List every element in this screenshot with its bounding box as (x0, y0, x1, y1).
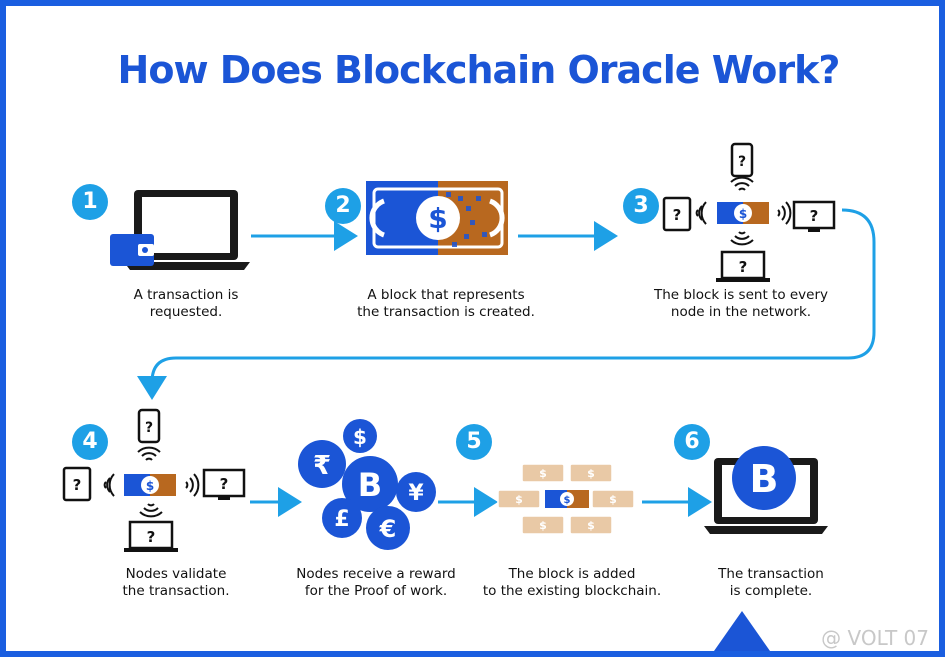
step-1-caption-line2: requested. (149, 304, 223, 320)
step-5-badge: 5 (456, 424, 492, 460)
dollar-symbol: $ (739, 207, 747, 221)
dollar-symbol: $ (587, 519, 595, 532)
dollar-symbol: $ (539, 519, 547, 532)
dollar-coin-symbol: $ (353, 425, 367, 449)
step-2-caption: A block that represents the transaction … (341, 287, 551, 321)
dollar-symbol: $ (539, 467, 547, 480)
laptop-wallet-icon (110, 190, 250, 270)
block-chain-icon: $ $ $ $ $ $ $ (497, 463, 635, 535)
yen-coin-symbol: ¥ (408, 481, 424, 506)
step-2-caption-line1: A block that represents (367, 287, 525, 303)
question-mark: ? (673, 206, 682, 224)
step-6-caption-line1: The transaction (718, 566, 824, 582)
pound-coin-symbol: £ (334, 507, 349, 532)
step-6-badge: 6 (674, 424, 710, 460)
dollar-block-icon: $ (366, 181, 508, 255)
question-mark: ? (145, 420, 153, 436)
dollar-symbol: $ (146, 479, 154, 493)
step-4-caption-line2: the transaction. (122, 583, 230, 599)
step-4-caption-line1: Nodes validate (125, 566, 227, 582)
step-1-badge: 1 (72, 184, 108, 220)
step-3-badge: 3 (623, 188, 659, 224)
reward-caption-line2: for the Proof of work. (304, 583, 448, 599)
step-1-caption: A transaction is requested. (106, 287, 266, 321)
reward-caption: Nodes receive a reward for the Proof of … (281, 566, 471, 600)
step-2-caption-line2: the transaction is created. (357, 304, 535, 320)
dollar-symbol: $ (564, 495, 571, 506)
reward-caption-line1: Nodes receive a reward (296, 566, 456, 582)
bitcoin-coin-symbol: B (358, 466, 382, 504)
node-validation-icon: $ ? ? ? ? (62, 408, 246, 552)
step-1-caption-line1: A transaction is (133, 287, 239, 303)
step-5-caption: The block is added to the existing block… (474, 566, 670, 600)
network-broadcast-icon: $ ? ? ? ? (662, 142, 836, 282)
step-3-caption: The block is sent to every node in the n… (636, 287, 846, 321)
question-mark: ? (73, 476, 82, 494)
question-mark: ? (147, 528, 156, 546)
step-6-caption-line2: is complete. (729, 583, 813, 599)
dollar-symbol: $ (609, 493, 617, 506)
question-mark: ? (738, 154, 746, 170)
arrow-3-4 (137, 208, 876, 400)
step-3-caption-line1: The block is sent to every (653, 287, 829, 303)
page-title: How Does Blockchain Oracle Work? (117, 48, 841, 92)
watermark-text: @ VOLT 07 (821, 626, 929, 650)
dollar-symbol: $ (587, 467, 595, 480)
question-mark: ? (739, 258, 748, 276)
step-3-caption-line2: node in the network. (670, 304, 812, 320)
step-4-caption: Nodes validate the transaction. (96, 566, 256, 600)
rupee-coin-symbol: ₹ (313, 451, 331, 481)
step-4-badge: 4 (72, 424, 108, 460)
dollar-symbol: $ (515, 493, 523, 506)
bitcoin-symbol: B (750, 457, 779, 501)
currency-coins-icon: $ ₹ B ¥ £ € (298, 419, 436, 550)
step-2-badge: 2 (325, 188, 361, 224)
laptop-bitcoin-icon: B (704, 446, 828, 534)
dollar-symbol: $ (428, 202, 447, 235)
question-mark: ? (810, 207, 819, 225)
bottom-triangle-decoration (714, 611, 770, 651)
step-5-caption-line2: to the existing blockchain. (482, 583, 662, 599)
step-6-caption: The transaction is complete. (686, 566, 856, 600)
diagram-artwork: $ $ ? ? (62, 142, 876, 651)
euro-coin-symbol: € (379, 515, 397, 543)
step-5-caption-line1: The block is added (508, 566, 636, 582)
question-mark: ? (220, 475, 229, 493)
